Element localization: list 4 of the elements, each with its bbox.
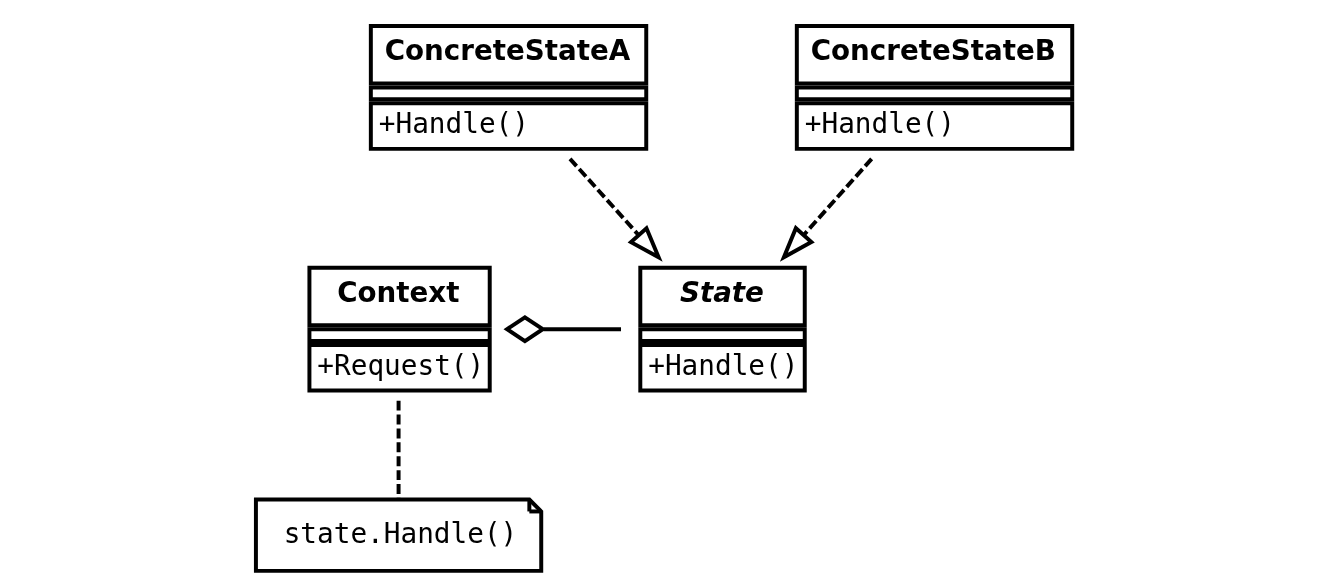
- connector: [396, 400, 401, 500]
- arrow: [779, 157, 873, 262]
- arrow: [568, 157, 663, 262]
- connector: [503, 314, 621, 344]
